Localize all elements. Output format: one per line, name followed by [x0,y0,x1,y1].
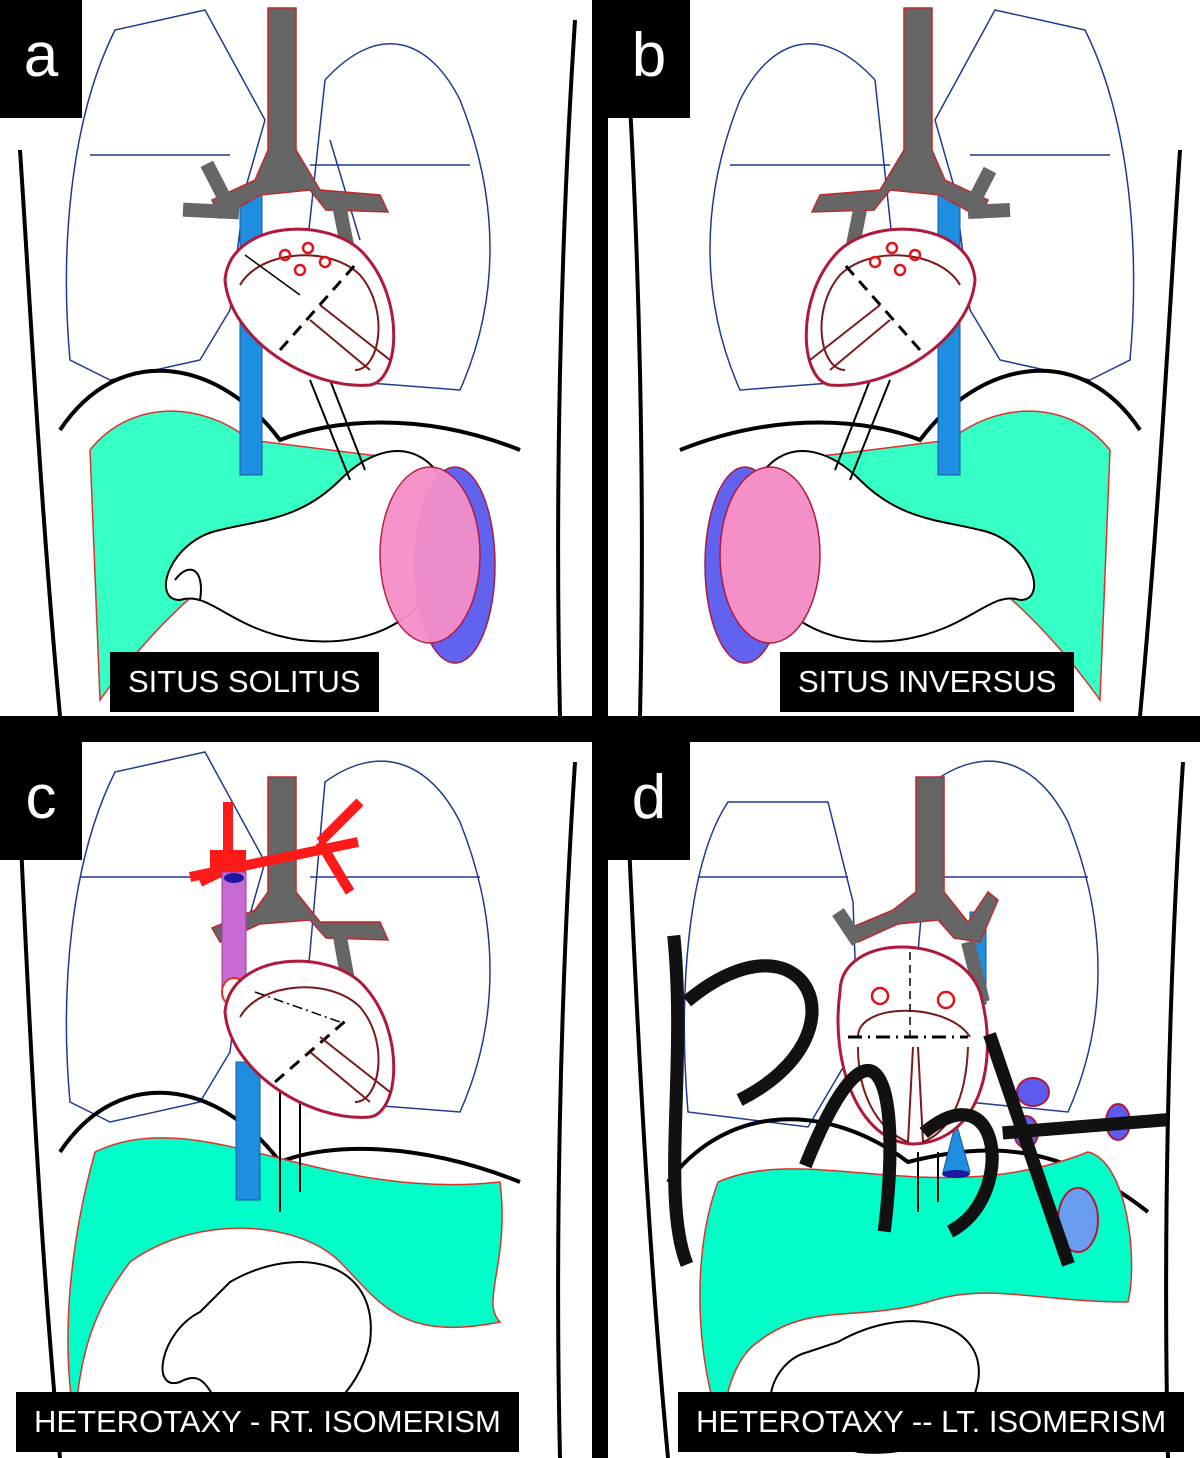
panel-caption: SITUS INVERSUS [780,652,1075,712]
panel-letter: a [0,0,82,118]
panel-c-right-isomerism: c HETEROTAXY - RT. ISOMERISM [0,742,592,1458]
panel-caption: SITUS SOLITUS [110,652,379,712]
panel-letter: d [608,742,690,860]
panel-b-situs-inversus: b SITUS INVERSUS [608,0,1200,716]
left-isomerism-illustration [626,760,1185,1458]
panel-a-situs-solitus: a SITUS SOLITUS [0,0,592,716]
signature-icon [667,934,1168,1267]
panel-letter: b [608,0,690,118]
panel-caption: HETEROTAXY -- LT. ISOMERISM [678,1392,1185,1452]
situs-inversus-illustration [623,7,1182,716]
right-isomerism-illustration [18,751,577,1458]
panel-letter: c [0,742,82,860]
panel-d-left-isomerism: d HETEROTAXY -- LT. ISOMERISM [608,742,1200,1458]
situs-solitus-illustration [18,7,577,716]
panel-caption: HETEROTAXY - RT. ISOMERISM [16,1392,519,1452]
